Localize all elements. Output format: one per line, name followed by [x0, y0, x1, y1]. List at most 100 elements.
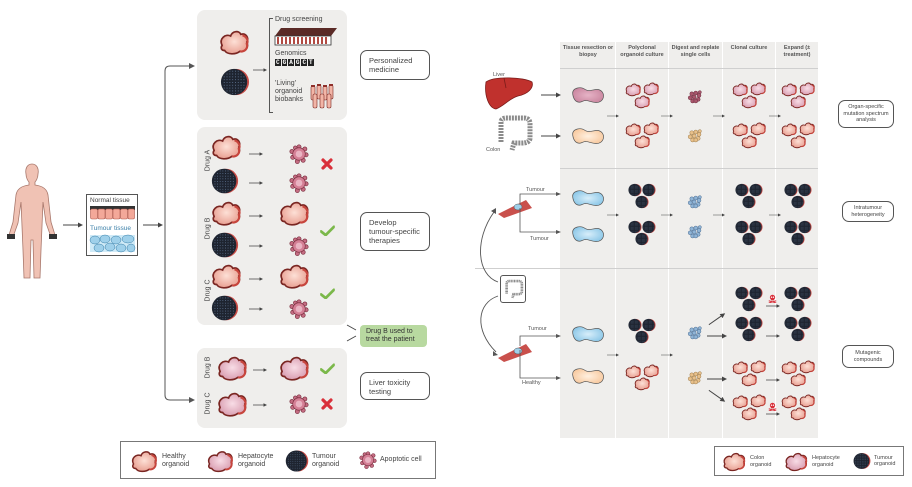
legend-item: Hepatocyte organoid — [783, 451, 844, 472]
cross-icon — [321, 398, 333, 410]
arrow-icon — [661, 212, 673, 218]
hepatocyte-organoid-icon — [740, 94, 758, 109]
legend-label: Hepatocyte organoid — [812, 455, 840, 468]
colon-organoid-icon — [789, 134, 807, 149]
legend-label: Apoptotic cell — [380, 456, 422, 463]
apoptotic-cell-icon — [289, 236, 309, 256]
hepatocyte-organoid-icon — [789, 94, 807, 109]
hepatocyte-organoid-icon — [783, 451, 809, 472]
arrow-icon — [769, 113, 781, 119]
healthy-label: Healthy — [522, 380, 541, 386]
tumour-branch-lines — [519, 192, 561, 234]
tumour-organoid-icon — [791, 298, 805, 312]
tumour-organoid-icon — [220, 67, 250, 97]
column-divider — [668, 42, 669, 438]
colon-organoid-icon — [721, 451, 747, 472]
tumour-organoid-icon — [742, 195, 756, 209]
column-divider — [722, 42, 723, 438]
tumour-tissue-label: Tumour tissue — [90, 225, 131, 232]
mutagenic-compounds-callout: Mutagenic compounds — [842, 345, 894, 368]
personalized-medicine-callout: Personalized medicine — [360, 50, 430, 80]
arrow-icon — [346, 324, 357, 342]
tumour-tissue-icon — [89, 234, 136, 253]
healthy-organoid-icon — [129, 449, 159, 473]
legend-item: Apoptotic cell — [359, 451, 424, 469]
arrow-icon — [713, 212, 725, 218]
legend-item: Hepatocyte organoid — [205, 449, 282, 473]
arrow-icon — [713, 113, 725, 119]
colon-organoid-icon — [740, 372, 758, 387]
tissue-box: Normal tissue Tumour tissue — [86, 194, 138, 256]
colon-organoid-icon — [740, 406, 758, 421]
genomic-sequence: C G A G C T — [275, 59, 314, 66]
right-legend: Colon organoid Hepatocyte organoid Tumou… — [714, 446, 904, 476]
arrow-icon — [63, 222, 83, 228]
colon-biopsy-icon — [570, 126, 606, 146]
column-divider — [615, 42, 616, 438]
legend-label: Tumour organoid — [874, 454, 896, 468]
human-body-icon — [7, 163, 57, 279]
base: G — [281, 59, 288, 66]
legend-item: Colon organoid — [721, 451, 780, 472]
arrow-icon — [249, 180, 263, 186]
arrow-icon — [249, 213, 263, 219]
hepatocyte-organoid-icon — [633, 94, 651, 109]
genomics-label: Genomics — [275, 50, 307, 57]
healthy-organoid-icon — [209, 262, 243, 290]
single-cell-cluster-icon — [687, 370, 703, 386]
tumour-organoid-icon — [285, 449, 309, 473]
liver-label: Liver — [493, 72, 505, 78]
tumour-organoid-icon — [791, 232, 805, 246]
colon-segment-icon — [498, 344, 532, 362]
column-header: Digest and replate single cells — [671, 45, 720, 58]
column-header: Tissue resection or biopsy — [562, 45, 614, 58]
curved-arrows — [480, 208, 499, 356]
apoptotic-cell-icon — [289, 144, 309, 164]
arrow-icon — [253, 67, 267, 73]
check-icon — [320, 288, 335, 299]
drug-label: Drug C — [204, 392, 212, 415]
mutation-spectrum-callout: Organ-specific mutation spectrum analysi… — [838, 100, 894, 128]
arrow-icon — [249, 276, 263, 282]
cross-icon — [321, 158, 333, 170]
colon-organoid-icon — [789, 372, 807, 387]
legend-item: Tumour organoid — [285, 449, 356, 473]
tumour-organoid-icon — [635, 232, 649, 246]
arrow-icon — [253, 367, 267, 373]
drug-label: Drug B — [204, 356, 212, 379]
healthy-organoid-icon — [209, 133, 243, 161]
colon-icon — [505, 279, 524, 299]
check-icon — [320, 363, 335, 374]
mutagen-skull-icon — [768, 294, 777, 303]
colon-icon — [498, 115, 533, 151]
apoptotic-cell-icon — [289, 394, 309, 414]
hepatocyte-organoid-icon — [277, 354, 311, 382]
colon-box — [500, 275, 526, 303]
single-cell-cluster-icon — [687, 128, 703, 144]
hepatocyte-organoid-icon — [215, 390, 249, 418]
arrow-icon — [538, 133, 564, 139]
tumour-label: Tumour — [528, 326, 547, 332]
legend-label: Hepatocyte organoid — [238, 453, 274, 468]
drug-screening-plate-icon — [274, 28, 337, 46]
column-header: Clonal culture — [730, 45, 768, 51]
tumour-organoid-icon — [211, 231, 239, 259]
tumour-label: Tumour — [526, 187, 545, 193]
legend-item: Healthy organoid — [129, 449, 206, 473]
biobank-tubes-icon — [310, 84, 334, 109]
single-cell-cluster-icon — [687, 224, 703, 240]
tumour-label: Tumour — [530, 236, 549, 242]
tumour-organoid-icon — [853, 452, 871, 470]
single-cell-cluster-icon — [687, 325, 703, 341]
arrow-icon — [766, 411, 780, 417]
single-cell-cluster-icon — [687, 89, 703, 105]
colon-organoid-icon — [740, 134, 758, 149]
healthy-organoid-icon — [277, 262, 311, 290]
check-icon — [320, 225, 335, 236]
hepatocyte-organoid-icon — [205, 449, 235, 473]
arrow-icon — [766, 377, 780, 383]
tumour-biopsy-icon — [570, 224, 606, 244]
normal-tissue-icon — [90, 206, 135, 220]
tumour-organoid-icon — [791, 328, 805, 342]
base: C — [301, 59, 308, 66]
